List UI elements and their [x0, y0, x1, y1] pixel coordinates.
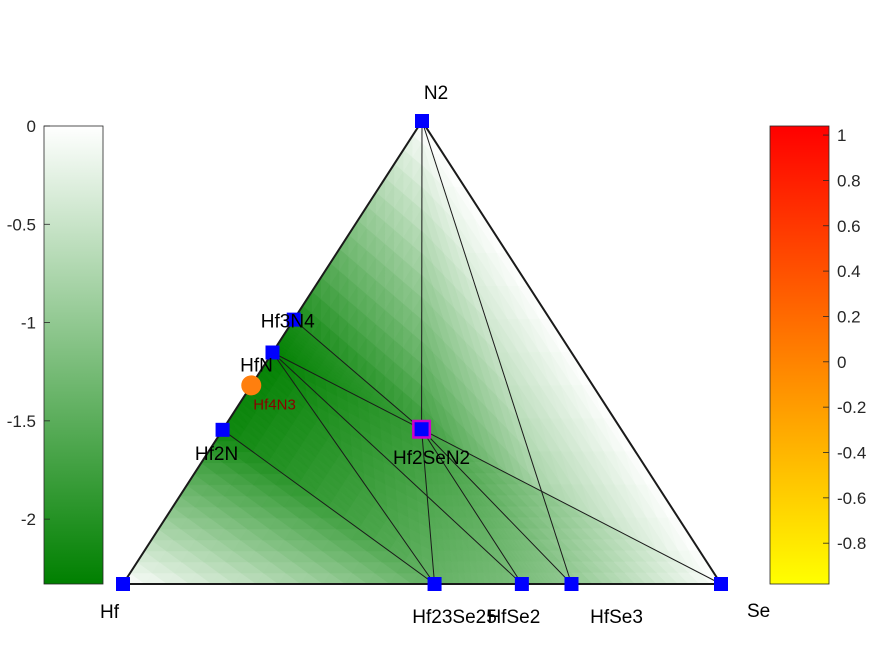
hull-cell-9 [581, 572, 604, 584]
tie-line-N2-Se [421, 120, 722, 585]
right-tick-label: 0 [837, 353, 846, 372]
left-colorbar-ticks: 0 -0.5 -1 -1.5 -2 [7, 117, 50, 529]
hull-cell-9 [646, 572, 668, 584]
hull-cell-3 [483, 572, 492, 584]
hull-cell-9 [624, 572, 647, 584]
hull-cell-3 [495, 572, 504, 584]
label-HfN: HfN [240, 356, 273, 377]
right-tick-label: 0.2 [837, 307, 861, 326]
hull-cell-9 [688, 572, 711, 584]
label-Hf23Se25: Hf23Se25 [412, 607, 497, 628]
hull-cell-7 [525, 572, 537, 584]
marker-Hf [116, 577, 130, 591]
tie-line-Hf2SeN2-Hf23Se25 [421, 429, 436, 585]
hull-cell-7 [535, 572, 548, 584]
right-tick-label: -0.8 [837, 534, 866, 553]
hull-cell-7 [532, 572, 544, 584]
label-Hf2N: Hf2N [195, 444, 238, 465]
right-tick-label: -0.2 [837, 398, 866, 417]
marker-Hf3N4 [286, 312, 301, 327]
right-tick-label: 0.4 [837, 262, 861, 281]
tie-line-Hf2SeN2-HfSe2 [421, 428, 523, 585]
tie-line-Hf3N4-Hf2SeN2 [293, 319, 422, 430]
left-tick-label: 0 [27, 117, 36, 136]
left-tick-label: -2 [21, 510, 36, 529]
hull-cell-9 [592, 572, 615, 584]
right-tick-label: -0.6 [837, 489, 866, 508]
hull-cell-7 [539, 572, 551, 584]
hull-cell-7 [549, 572, 562, 584]
left-colorbar-gradient [43, 125, 104, 585]
tie-line-Hf2N-Hf23Se25 [222, 429, 435, 585]
right-tick-label: 1 [837, 126, 846, 145]
marker-Se [714, 577, 728, 591]
tie-line-HfN-Hf23Se25 [272, 352, 435, 585]
hull-cell-9 [667, 572, 690, 584]
tie-line-HfN-Hf2SeN2 [272, 352, 422, 430]
hull-cell-9 [656, 572, 679, 584]
right-tick-label: 0.6 [837, 217, 861, 236]
highlight-outline-Hf2SeN2 [412, 419, 432, 439]
label-Hf4N3: Hf4N3 [253, 396, 296, 413]
marker-Hf2SeN2 [414, 422, 429, 437]
tie-lines [122, 120, 722, 585]
hull-cell-7 [528, 572, 541, 584]
marker-Hf2N [215, 422, 230, 437]
hull-cell-7 [556, 572, 569, 584]
hull-cell-9 [635, 572, 658, 584]
marker-N2 [415, 114, 429, 128]
phase-markers [116, 114, 728, 591]
hull-cell-9 [603, 572, 626, 584]
hull-cell-9 [613, 572, 636, 584]
right-tick-label: -0.4 [837, 443, 866, 462]
right-colorbar-gradient [769, 125, 830, 585]
left-tick-label: -1.5 [7, 412, 36, 431]
hull-cell-9 [678, 572, 700, 584]
label-HfSe3: HfSe3 [590, 607, 643, 628]
marker-Hf23Se25 [427, 577, 442, 591]
right-colorbar: 1 0.8 0.6 0.4 0.2 0 -0.2 -0.4 -0.6 -0.8 [769, 125, 866, 585]
label-N2: N2 [424, 83, 448, 104]
right-colorbar-ticks: 1 0.8 0.6 0.4 0.2 0 -0.2 -0.4 -0.6 -0.8 [823, 126, 866, 553]
left-tick-label: -0.5 [7, 215, 36, 234]
hull-cell-3 [458, 572, 467, 584]
left-tick-label: -1 [21, 314, 36, 333]
marker-HfSe2 [514, 577, 529, 591]
hull-cell-3 [464, 572, 473, 584]
hull-cell-3 [476, 572, 486, 584]
hull-cell-3 [489, 572, 498, 584]
marker-HfN [265, 345, 280, 360]
hull-cell-7 [553, 572, 566, 584]
hull-cell-3 [508, 572, 517, 584]
label-Hf2SeN2: Hf2SeN2 [393, 448, 470, 469]
hull-cell-3 [445, 572, 454, 584]
tie-line-HfN-HfSe2 [272, 352, 523, 585]
hull-cell-3 [470, 572, 479, 584]
marker-HfSe3 [564, 577, 579, 591]
label-HfSe2: HfSe2 [487, 607, 540, 628]
label-Se: Se [747, 601, 770, 622]
hull-cell-7 [546, 572, 559, 584]
tie-line-Hf2SeN2-Se [421, 428, 722, 585]
tie-line-N2-HfSe3 [421, 120, 572, 585]
left-colorbar: 0 -0.5 -1 -1.5 -2 [7, 117, 104, 585]
tie-line-Hf2SeN2-HfSe3 [421, 428, 572, 585]
hull-cell-3 [452, 572, 461, 584]
label-Hf: Hf [100, 602, 120, 623]
hull-cell-7 [542, 572, 555, 584]
hull-cell-3 [501, 572, 510, 584]
right-tick-label: 0.8 [837, 171, 861, 190]
label-Hf3N4: Hf3N4 [261, 312, 315, 333]
unstable-marker-Hf4N3 [241, 375, 262, 396]
